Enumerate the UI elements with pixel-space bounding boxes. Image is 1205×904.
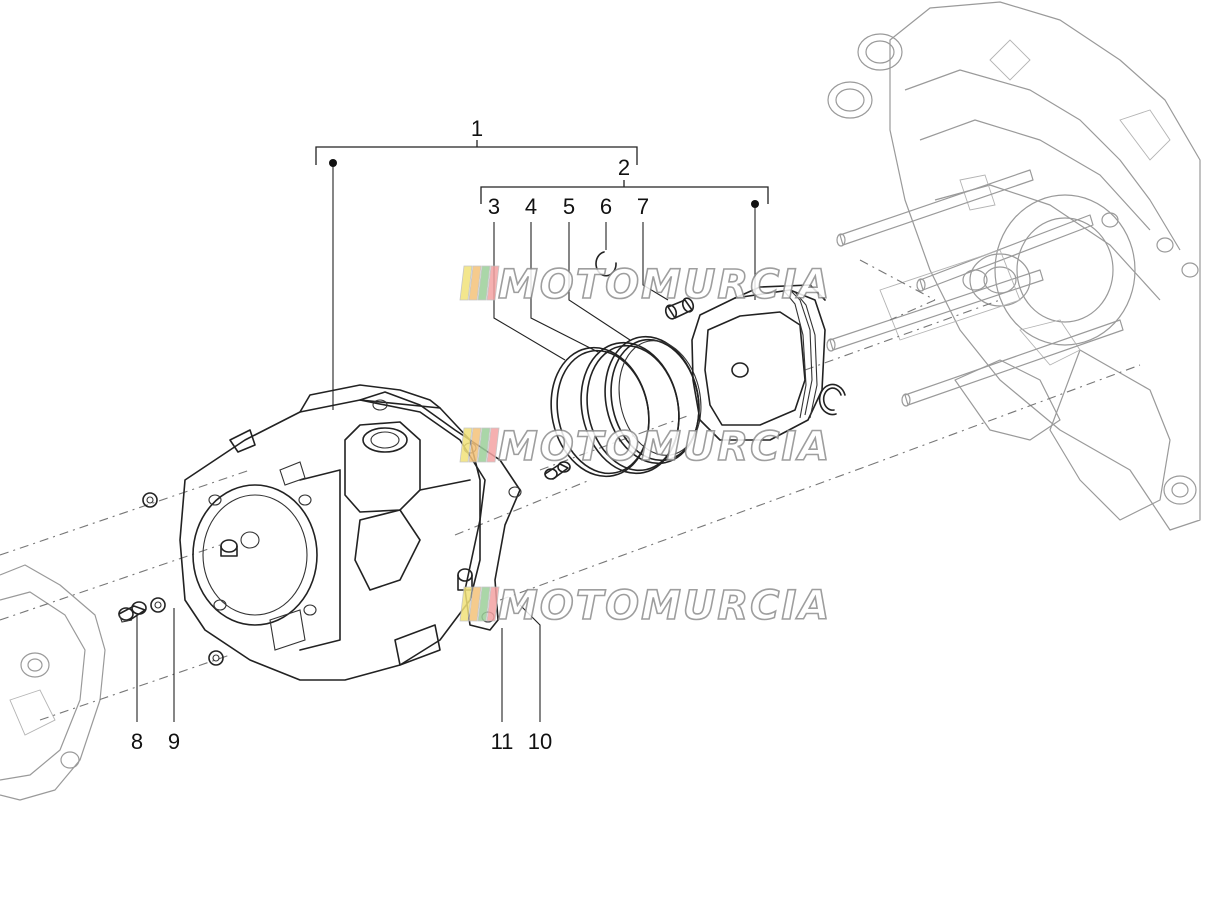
callout-10: 10 — [528, 729, 552, 754]
piston — [691, 284, 826, 441]
piston-pin — [664, 297, 695, 320]
callout-11: 11 — [491, 729, 514, 754]
callout-9: 9 — [168, 729, 180, 754]
watermark-text: MOTOMURCIA — [498, 424, 831, 470]
watermark-text: MOTOMURCIA — [498, 262, 831, 308]
callout-2: 2 — [618, 155, 630, 180]
piston-pin-circlip-bottom — [818, 383, 846, 416]
callout-3: 3 — [488, 194, 500, 219]
bracket-dots — [329, 159, 759, 208]
dowel-pin — [544, 461, 571, 480]
callout-8: 8 — [131, 729, 143, 754]
crankcase-ghost — [826, 1, 1201, 531]
alignment-axes — [0, 259, 1141, 721]
callout-7: 7 — [637, 194, 649, 219]
watermark-logo-stripes — [459, 586, 500, 622]
watermark-bottom: MOTOMURCIA — [459, 582, 831, 630]
callout-1: 1 — [471, 116, 483, 141]
watermark-logo-stripes — [459, 265, 500, 301]
piston-pin-circlip-top — [595, 251, 617, 277]
callout-5: 5 — [563, 194, 575, 219]
watermark-logo-stripes — [459, 427, 500, 463]
dowel-sleeve — [118, 601, 147, 623]
piston-rings — [550, 335, 702, 478]
cylinder-block — [179, 384, 481, 681]
callout-4: 4 — [525, 194, 537, 219]
callout-brackets — [315, 140, 769, 204]
watermark-text: MOTOMURCIA — [498, 583, 831, 629]
o-ring-washers — [142, 492, 224, 666]
watermark-top: MOTOMURCIA — [459, 261, 831, 309]
leader-lines — [136, 163, 756, 722]
callout-6: 6 — [600, 194, 612, 219]
cylinder-head-ghost — [0, 564, 106, 801]
watermark-middle: MOTOMURCIA — [459, 423, 831, 471]
callout-labels: 1 2 3 4 5 6 7 8 9 11 10 — [131, 116, 649, 754]
